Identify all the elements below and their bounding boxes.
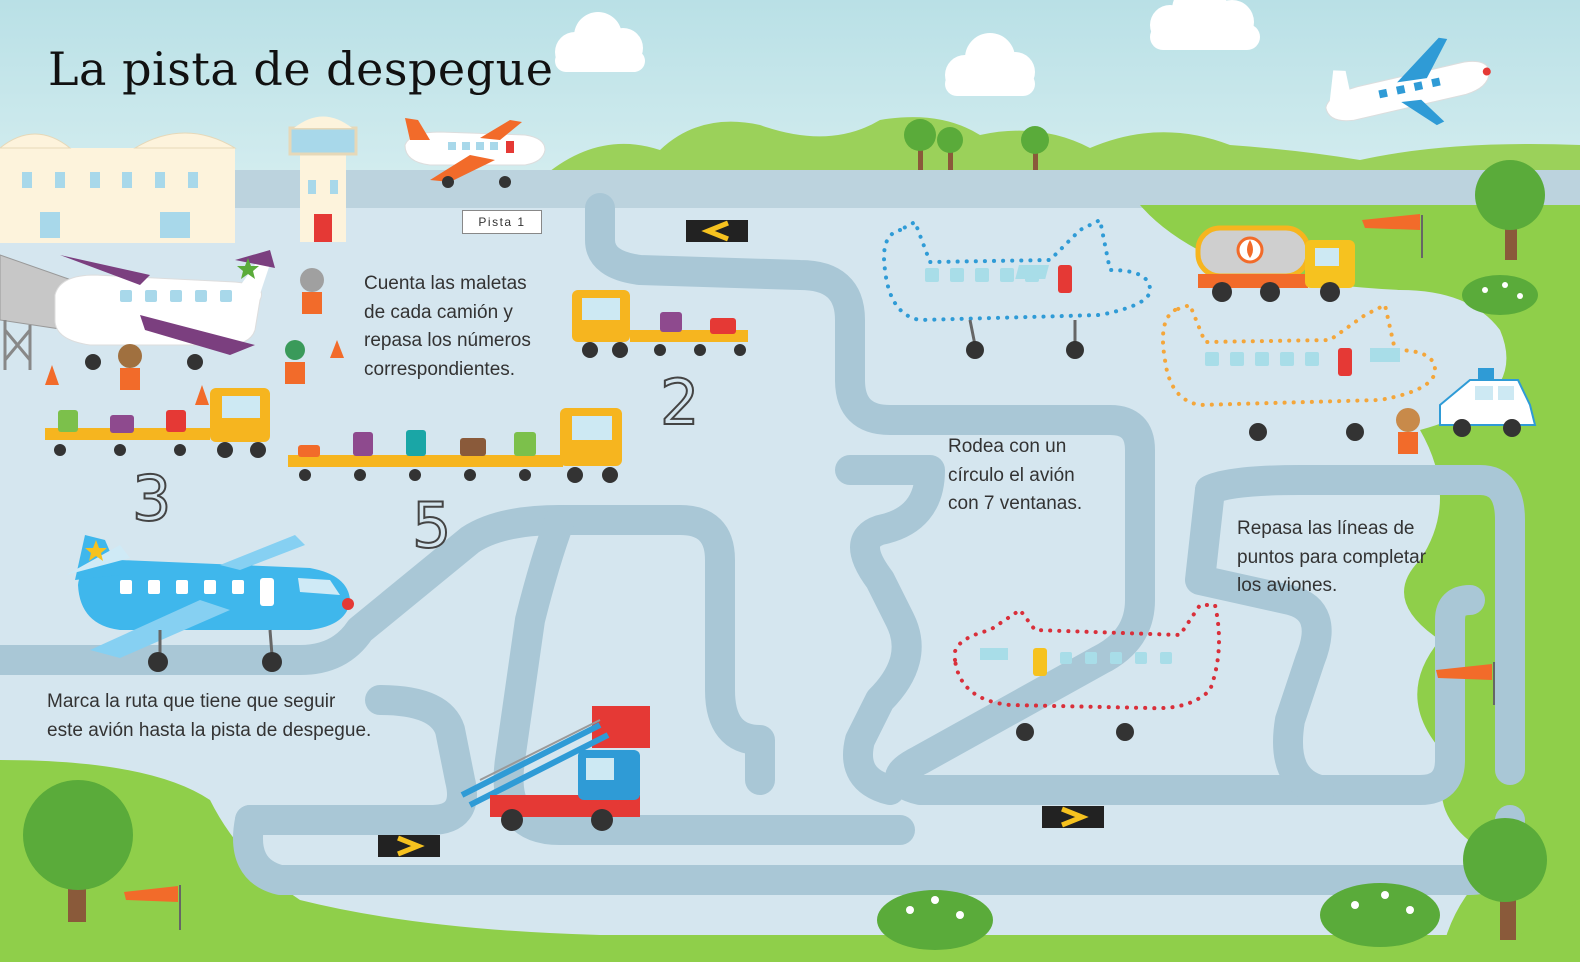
airplane-icon xyxy=(1325,37,1491,126)
chevron-sign-icon xyxy=(378,835,440,857)
flowers xyxy=(906,282,1523,919)
airplane-windows-red xyxy=(980,648,1172,741)
baggage-cart-icon xyxy=(45,388,270,458)
instruction-mark-route: Marca la ruta que tiene que seguir este … xyxy=(47,691,372,741)
cloud-icon xyxy=(945,33,1035,96)
instruction-trace-lines: Repasa las líneas de puntos para complet… xyxy=(1237,518,1427,596)
instruction-circle-plane: Rodea con un círculo el avión con 7 vent… xyxy=(948,436,1083,514)
chevron-sign-icon xyxy=(686,220,748,242)
grass-bottom xyxy=(0,760,1580,962)
traffic-cone-icon xyxy=(45,340,344,405)
airplane-icon xyxy=(404,118,546,188)
tracing-number-5[interactable]: 5 xyxy=(411,489,452,562)
chevron-sign-icon xyxy=(1042,806,1104,828)
windsock-icon xyxy=(124,214,1495,930)
airplane-windows-blue xyxy=(925,265,1084,359)
fuel-truck-icon xyxy=(1195,225,1355,302)
tree-icon xyxy=(1463,818,1547,940)
bush-icon xyxy=(877,275,1538,950)
cloud-icon xyxy=(1150,0,1260,50)
taxiway-top xyxy=(0,170,1580,208)
tree-icon xyxy=(23,780,133,922)
stairs-truck-icon xyxy=(460,706,650,831)
police-car-icon xyxy=(1439,368,1537,437)
grass-right xyxy=(1140,205,1580,962)
airplane-windows-orange xyxy=(1205,348,1400,441)
tree-icon xyxy=(904,119,1049,170)
airplane-icon xyxy=(66,535,354,672)
tracing-number-3[interactable]: 3 xyxy=(131,462,172,535)
control-tower-icon xyxy=(288,116,358,242)
terminal-icon xyxy=(0,132,237,243)
baggage-cart-icon xyxy=(288,408,622,483)
runway-sign: Pista 1 xyxy=(462,210,542,234)
tracing-number-2[interactable]: 2 xyxy=(659,366,700,439)
baggage-cart-icon xyxy=(572,290,748,358)
cloud-icon xyxy=(555,12,645,72)
tree-icon xyxy=(1475,160,1545,260)
airplane-icon xyxy=(54,250,275,370)
dotted-plane-orange xyxy=(1161,302,1438,408)
dotted-plane-blue xyxy=(882,217,1153,323)
character-figures xyxy=(118,268,1420,454)
dotted-plane-red xyxy=(952,603,1221,711)
instruction-count-luggage: Cuenta las maletas de cada camión y repa… xyxy=(364,273,531,380)
page-title: La pista de despegue xyxy=(48,42,554,96)
taxiway-maze xyxy=(0,193,1525,895)
